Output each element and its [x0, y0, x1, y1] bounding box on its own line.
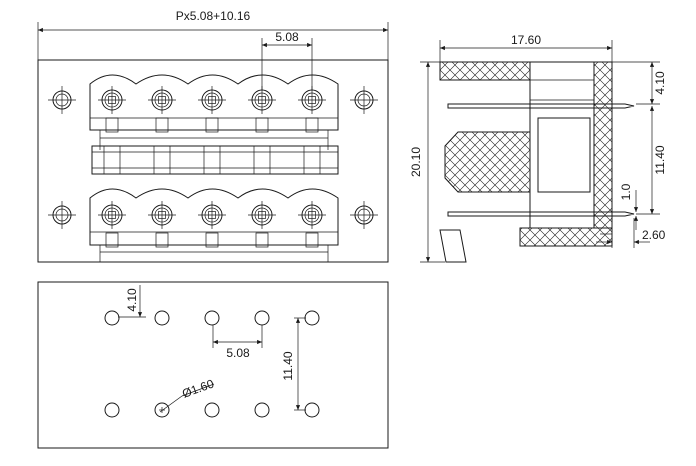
dim-height: 20.10 — [409, 61, 445, 263]
pcb-hole-bottom-5 — [304, 402, 320, 418]
dim-pcb-offset: 4.10 — [118, 285, 146, 318]
plug-band — [91, 145, 339, 175]
bottom-screw-3 — [198, 201, 226, 248]
top-screw-4 — [248, 86, 276, 133]
label-pin-thickness: 1.0 — [619, 183, 633, 200]
label-pcb-pitch: 5.08 — [226, 346, 250, 360]
pcb-outline — [37, 281, 389, 449]
label-pcb-offset: 4.10 — [125, 288, 139, 312]
dim-pin-protrusion: 2.60 — [596, 218, 666, 248]
bottom-screw-2 — [148, 201, 176, 248]
dim-depth: 17.60 — [439, 33, 613, 64]
side-body-lower — [519, 227, 613, 247]
dim-pcb-pitch: 5.08 — [212, 325, 263, 360]
dim-row-spacing: 11.40 — [636, 106, 667, 215]
pcb-hole-bottom-3 — [204, 402, 220, 418]
pcb-hole-top-3 — [204, 310, 220, 326]
label-pin-offset-top: 4.10 — [653, 71, 667, 95]
side-body-right — [593, 61, 613, 229]
pcb-hole-top-5 — [304, 310, 320, 326]
label-pitch-top: 5.08 — [275, 30, 299, 44]
front-body-outline — [37, 59, 389, 263]
dim-pitch-formula: Px5.08+10.16 — [37, 9, 389, 60]
side-body-upper — [439, 61, 531, 81]
side-view: 17.60 20.10 4.10 — [409, 33, 667, 263]
top-terminal-row — [89, 74, 339, 150]
top-screws — [98, 86, 326, 133]
pcb-hole-top-1 — [104, 310, 120, 326]
dim-pin-thickness: 1.0 — [619, 183, 639, 230]
label-pcb-hole-diameter: Ø1.60 — [180, 376, 216, 400]
top-screw-1 — [98, 86, 126, 133]
label-pin-protrusion: 2.60 — [642, 228, 666, 242]
dim-pcb-row-spacing: 11.40 — [281, 317, 306, 411]
bottom-screw-4 — [248, 201, 276, 248]
flange-holes — [48, 86, 378, 229]
pcb-hole-bottom-2 — [154, 402, 170, 418]
pcb-hole-top-2 — [154, 310, 170, 326]
front-view: Px5.08+10.16 5.08 — [37, 9, 389, 263]
top-screw-2 — [148, 86, 176, 133]
dim-pitch-top: 5.08 — [261, 30, 313, 90]
label-depth: 17.60 — [511, 33, 541, 47]
bottom-screws — [98, 201, 326, 248]
label-pitch-formula: Px5.08+10.16 — [176, 9, 251, 23]
side-body-middle — [444, 131, 531, 193]
dim-pin-offset-top: 4.10 — [612, 61, 667, 105]
bottom-terminal-row — [89, 188, 339, 262]
bottom-screw-5 — [298, 201, 326, 248]
pcb-hole-top-4 — [254, 310, 270, 326]
bottom-screw-1 — [98, 201, 126, 248]
top-screw-5 — [298, 86, 326, 133]
label-height: 20.10 — [409, 147, 423, 177]
pcb-layout: 4.10 5.08 11.40 Ø1.60 — [37, 281, 389, 449]
label-row-spacing: 11.40 — [653, 145, 667, 174]
pcb-hole-bottom-1 — [104, 402, 120, 418]
pcb-hole-bottom-4 — [254, 402, 270, 418]
top-screw-3 — [198, 86, 226, 133]
label-pcb-row-spacing: 11.40 — [281, 351, 295, 380]
side-pins — [439, 103, 635, 263]
